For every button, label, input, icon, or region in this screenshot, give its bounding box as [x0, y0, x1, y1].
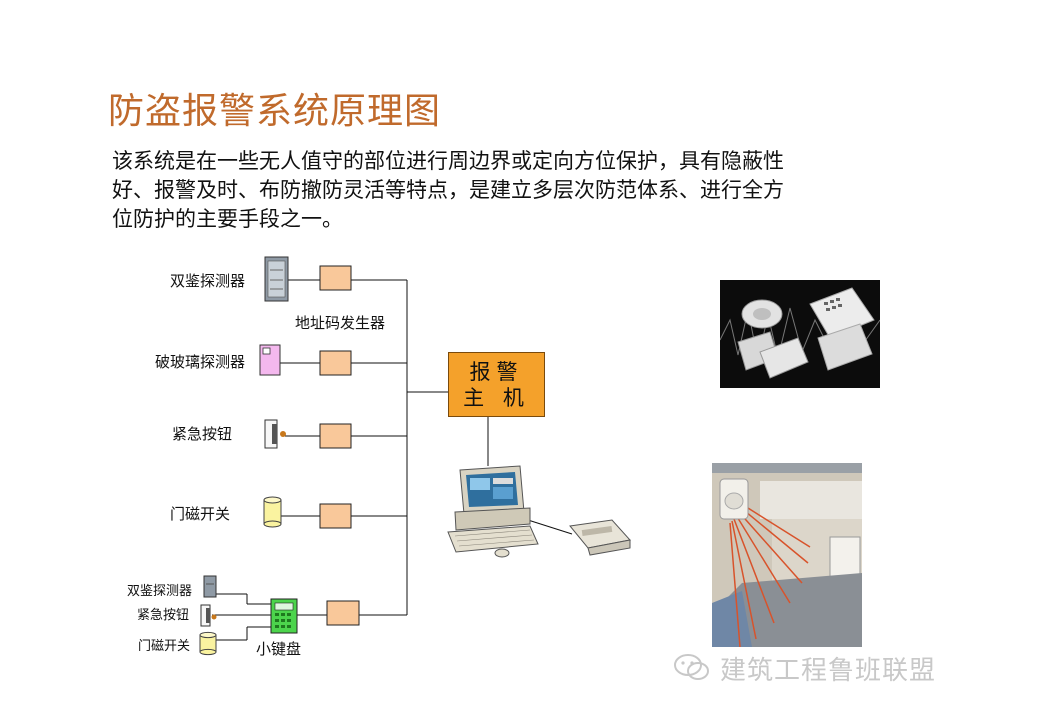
address-encoder: [320, 424, 351, 448]
address-encoder: [320, 351, 351, 375]
computer-icon: [448, 466, 538, 557]
connection-lines: [212, 280, 572, 640]
address-encoder: [327, 601, 359, 625]
device-label: 双鉴探测器: [170, 270, 245, 291]
device-label: 破玻璃探测器: [155, 351, 245, 372]
dual-detector-icon: [204, 576, 216, 597]
alarm-host-box: 报警 主 机: [448, 352, 545, 417]
address-generator-label: 地址码发生器: [295, 312, 385, 333]
sensor-devices-photo: [720, 280, 880, 388]
keypad-device-label: 双鉴探测器: [127, 580, 192, 599]
keypad-icon: [271, 599, 297, 633]
printer-icon: [570, 520, 630, 555]
wechat-icon: [672, 650, 712, 684]
dual-detector-icon: [265, 257, 288, 301]
room-sensor-photo: [712, 463, 862, 647]
watermark-text: 建筑工程鲁班联盟: [720, 650, 936, 687]
device-label: 紧急按钮: [172, 423, 232, 444]
door-contact-icon: [264, 497, 281, 527]
emergency-button-icon: [201, 605, 217, 626]
emergency-button-icon: [265, 420, 286, 448]
address-encoder: [320, 266, 351, 290]
host-label-line: 报警: [470, 359, 524, 385]
keypad-device-label: 紧急按钮: [137, 604, 189, 623]
keypad-device-label: 门磁开关: [138, 635, 190, 654]
glass-break-detector-icon: [260, 345, 280, 375]
address-encoder: [320, 504, 351, 528]
door-contact-icon: [200, 632, 216, 654]
device-label: 门磁开关: [170, 503, 230, 524]
host-label-line: 主 机: [463, 385, 530, 411]
keypad-label: 小键盘: [256, 638, 301, 659]
